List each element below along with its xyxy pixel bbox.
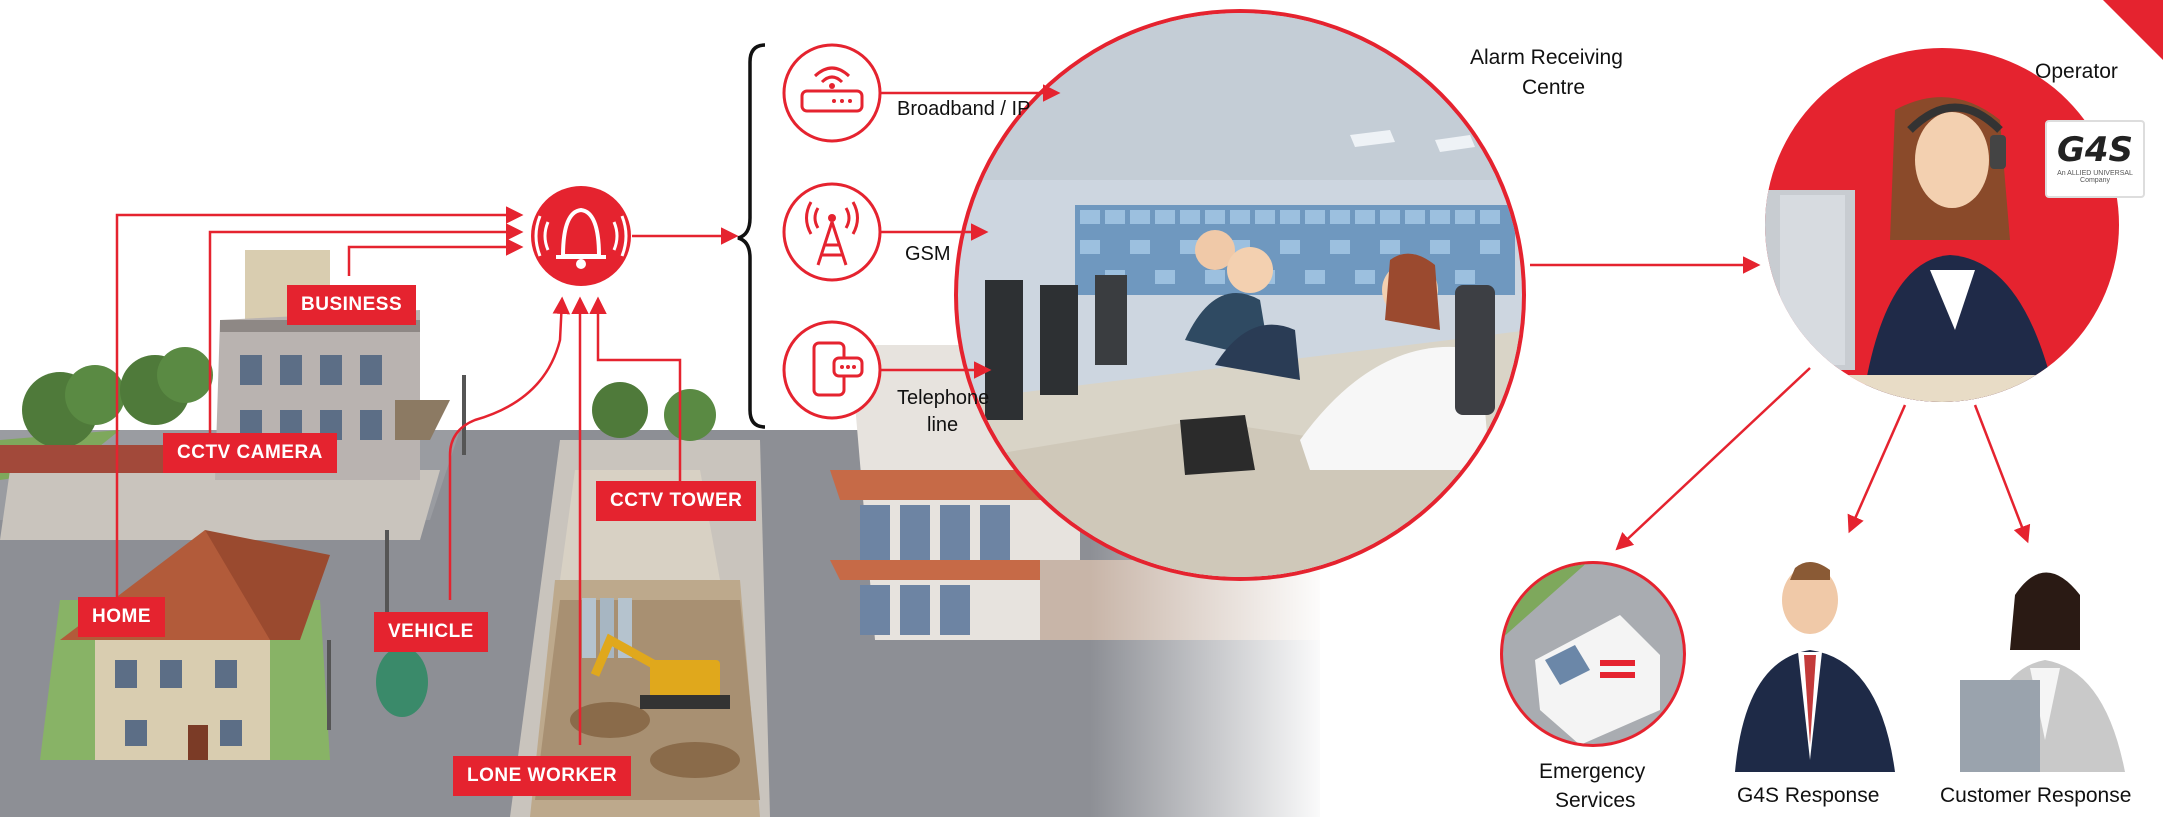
g4s-response-illustration: [1735, 561, 1895, 772]
bell-alarm-icon: [531, 186, 631, 286]
label-cctv-tower: CCTV TOWER: [596, 481, 757, 521]
operator-illustration: [1765, 48, 2119, 402]
arc-title-line2: Centre: [1522, 76, 1586, 99]
g4s-logo-mark: G4S: [2056, 130, 2134, 170]
label-home: HOME: [78, 597, 165, 637]
channel-bracket: [737, 43, 766, 429]
response-customer: Customer Response: [1940, 784, 2132, 807]
emergency-services-illustration: [1500, 561, 1686, 747]
label-lone-worker: LONE WORKER: [453, 756, 632, 796]
customer-response-illustration: [1960, 572, 2125, 772]
label-cctv-camera: CCTV CAMERA: [163, 433, 337, 473]
operator-title: Operator: [2035, 60, 2118, 83]
response-emergency-line1: Emergency: [1539, 760, 1646, 783]
cell-tower-icon: [782, 182, 882, 282]
channel-telephone-label: Telephone: [897, 387, 990, 409]
alarm-bell-hub: [531, 186, 631, 286]
arc-title-line1: Alarm Receiving: [1470, 46, 1623, 69]
response-emergency-line2: Services: [1555, 789, 1636, 812]
channel-broadband-label: Broadband / IP: [897, 98, 1031, 120]
response-g4s: G4S Response: [1737, 784, 1880, 807]
connector-lines: [115, 84, 2031, 745]
label-vehicle: VEHICLE: [374, 612, 488, 652]
label-business: BUSINESS: [287, 285, 417, 325]
phone-message-icon: [782, 320, 882, 420]
g4s-logo: G4S An ALLIED UNIVERSAL Company: [2045, 120, 2145, 198]
channel-telephone-label-2: line: [927, 414, 959, 436]
router-icon: [782, 43, 882, 143]
channel-gsm-label: GSM: [905, 243, 951, 265]
corner-accent: [2103, 0, 2163, 60]
g4s-logo-tagline: An ALLIED UNIVERSAL Company: [2057, 170, 2133, 184]
